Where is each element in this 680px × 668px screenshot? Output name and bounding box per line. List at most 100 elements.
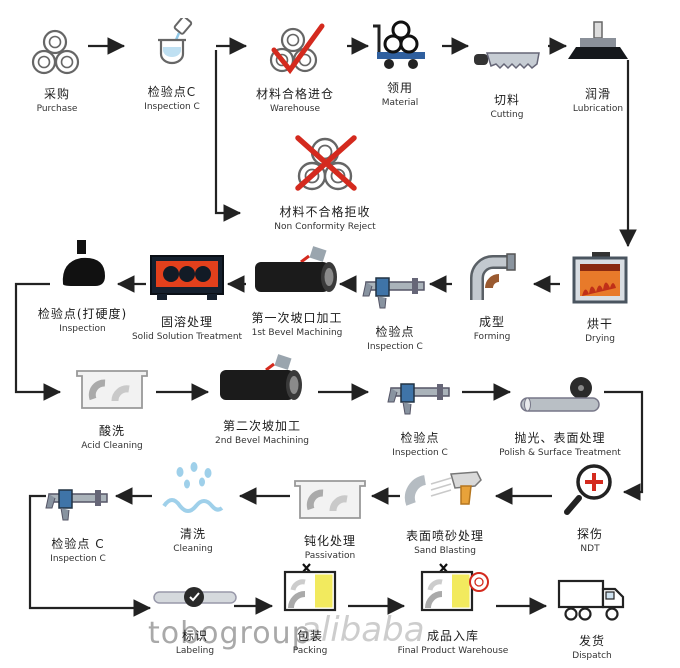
node-label-cn: 成品入库 xyxy=(426,629,479,643)
node-label-en: Packing xyxy=(292,645,328,656)
node-label-en: Sand Blasting xyxy=(414,545,476,556)
node-reject: 材料不合格拒收 Non Conformity Reject xyxy=(245,128,405,233)
node-label-cn: 清洗 xyxy=(179,527,206,541)
node-label-en: Drying xyxy=(585,333,615,344)
node-label-en: Solid Solution Treatment xyxy=(131,331,243,342)
furnace-icon xyxy=(127,246,247,304)
node-bevel2: 第二次坡加工 2nd Bevel Machining xyxy=(197,350,327,447)
node-label-en: Material xyxy=(381,97,419,108)
node-label-en: Lubrication xyxy=(572,103,624,114)
elbow-pipe-icon xyxy=(432,246,552,304)
saw-icon xyxy=(447,24,567,82)
node-inspection-c2: 检验点 Inspection C xyxy=(335,256,455,353)
spray-gun-icon xyxy=(375,460,515,518)
pipes-bundle-icon xyxy=(0,18,114,76)
node-label-en: Inspection C xyxy=(367,341,423,352)
watermark-brand: tobogroup xyxy=(148,616,312,651)
node-label-en: Inspection xyxy=(59,323,106,334)
node-label-en: Polish & Surface Treatment xyxy=(499,447,621,458)
node-labeling: 标识 Labeling xyxy=(135,560,255,657)
node-polish: 抛光、表面处理 Polish & Surface Treatment xyxy=(480,362,640,459)
watermark-site: alibaba xyxy=(300,610,425,650)
node-purchase: 采购 Purchase xyxy=(0,18,114,115)
node-warehouse: 材料合格进仓 Warehouse xyxy=(235,18,355,115)
node-label-cn: 检验点 C xyxy=(51,537,105,551)
pipes-reject-icon xyxy=(245,128,405,194)
node-drying: 烘干 Drying xyxy=(540,248,660,345)
dark-pipe-icon xyxy=(232,242,362,300)
node-label-en: Dispatch xyxy=(572,650,612,661)
node-label-cn: 酸洗 xyxy=(98,424,125,438)
node-label-cn: 成型 xyxy=(478,315,505,329)
cart-pipes-icon xyxy=(340,12,460,70)
node-lubrication: 润滑 Lubrication xyxy=(538,18,658,115)
oven-flames-icon xyxy=(540,248,660,306)
caliper-icon xyxy=(18,468,138,526)
node-inspection-c3: 检验点 Inspection C xyxy=(360,362,480,459)
node-label-en: Cutting xyxy=(490,109,524,120)
node-inspection-hardness: 检验点(打硬度) Inspection xyxy=(10,238,155,335)
node-bevel1: 第一次坡口加工 1st Bevel Machining xyxy=(232,242,362,339)
node-label-en: Inspection C xyxy=(392,447,448,458)
node-label-en: Acid Cleaning xyxy=(81,440,143,451)
node-label-cn: 标识 xyxy=(181,629,208,643)
box-seal-icon xyxy=(378,560,528,618)
node-final-warehouse: 成品入库 Final Product Warehouse xyxy=(378,560,528,657)
node-label-cn: 材料合格进仓 xyxy=(255,87,334,101)
node-label-cn: 检验点 xyxy=(400,431,440,445)
node-label-cn: 润滑 xyxy=(584,87,611,101)
node-label-cn: 发货 xyxy=(578,634,605,648)
node-label-cn: 检验点(打硬度) xyxy=(37,307,128,321)
node-label-en: Non Conformity Reject xyxy=(274,221,376,232)
node-inspection-c1: 检验点C Inspection C xyxy=(112,16,232,113)
node-solid-solution: 固溶处理 Solid Solution Treatment xyxy=(127,246,247,343)
node-label-en: Inspection C xyxy=(50,553,106,564)
node-label-cn: 检验点C xyxy=(147,85,197,99)
node-label-cn: 材料不合格拒收 xyxy=(279,205,371,219)
beaker-pour-icon xyxy=(112,16,232,74)
dark-pipe-icon xyxy=(197,350,327,408)
node-label-cn: 切料 xyxy=(493,93,520,107)
node-material: 领用 Material xyxy=(340,12,460,109)
box-icon xyxy=(250,560,370,618)
node-label-cn: 抛光、表面处理 xyxy=(514,431,606,445)
node-label-cn: 包装 xyxy=(296,629,323,643)
node-passivation: 钝化处理 Passivation xyxy=(270,465,390,562)
node-label-en: Final Product Warehouse xyxy=(397,645,509,656)
node-label-en: NDT xyxy=(580,543,600,554)
node-label-en: Warehouse xyxy=(269,103,321,114)
node-cleaning: 清洗 Cleaning xyxy=(133,458,253,555)
node-label-cn: 探伤 xyxy=(576,527,603,541)
node-label-en: 2nd Bevel Machining xyxy=(215,435,309,446)
magnifier-cross-icon xyxy=(535,458,645,516)
hardness-tester-icon xyxy=(10,238,155,296)
node-packing: 包装 Packing xyxy=(250,560,370,657)
node-forming: 成型 Forming xyxy=(432,246,552,343)
node-label-en: Forming xyxy=(473,331,511,342)
node-label-cn: 采购 xyxy=(43,87,70,101)
truck-icon xyxy=(532,565,652,623)
node-inspection-c4: 检验点 C Inspection C xyxy=(18,468,138,565)
node-label-cn: 领用 xyxy=(386,81,413,95)
node-label-cn: 第一次坡口加工 xyxy=(251,311,343,325)
node-label-en: Purchase xyxy=(36,103,78,114)
node-acid-cleaning: 酸洗 Acid Cleaning xyxy=(52,355,172,452)
node-label-cn: 检验点 xyxy=(375,325,415,339)
pipes-check-icon xyxy=(235,18,355,76)
node-cutting: 切料 Cutting xyxy=(447,24,567,121)
marked-pipe-icon xyxy=(135,560,255,618)
node-label-cn: 钝化处理 xyxy=(303,534,356,548)
node-label-en: Inspection C xyxy=(144,101,200,112)
node-label-cn: 烘干 xyxy=(586,317,613,331)
node-dispatch: 发货 Dispatch xyxy=(532,565,652,662)
node-label-en: Labeling xyxy=(175,645,215,656)
node-label-cn: 表面喷砂处理 xyxy=(405,529,484,543)
node-sand-blasting: 表面喷砂处理 Sand Blasting xyxy=(375,460,515,557)
brush-icon xyxy=(538,18,658,76)
node-label-cn: 第二次坡加工 xyxy=(222,419,301,433)
tank-bath-icon xyxy=(270,465,390,523)
node-label-cn: 固溶处理 xyxy=(160,315,213,329)
caliper-icon xyxy=(360,362,480,420)
